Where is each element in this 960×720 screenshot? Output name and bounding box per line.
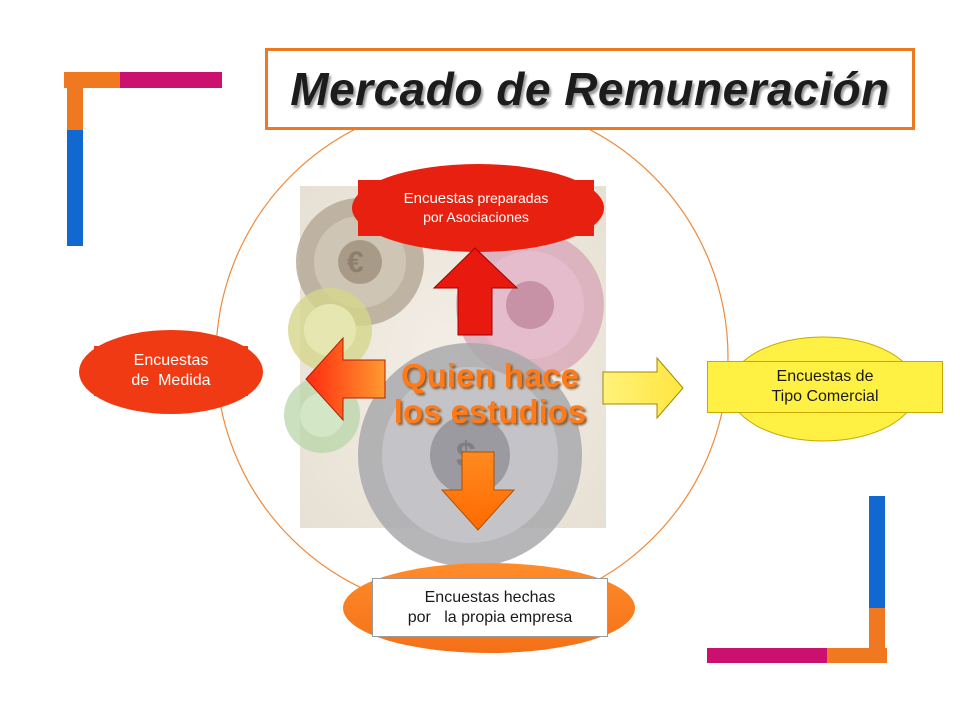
node-top-line2: por Asociaciones — [423, 208, 529, 225]
node-left-line1: Encuestas — [133, 352, 209, 369]
center-label-line2: los estudios — [393, 393, 587, 431]
node-top-label: Encuestas preparadas por Asociaciones — [358, 180, 594, 236]
corner-decor-top-left-orange-vertical — [67, 88, 83, 130]
node-left-label: Encuestas de Medida — [94, 346, 248, 396]
center-label-line1: Quien hace — [401, 357, 579, 394]
node-left-line2: de Medida — [131, 372, 211, 389]
title-box: Mercado de Remuneración — [265, 48, 915, 130]
svg-text:€: € — [347, 246, 364, 279]
corner-decor-bottom-right-orange-bar — [827, 648, 887, 663]
center-label: Quien hace los estudios — [360, 357, 620, 431]
arrow-down — [440, 451, 516, 531]
node-top-line1-b: preparadas — [473, 189, 549, 206]
node-top-line1-a: Encuestas — [403, 189, 474, 207]
node-top-line1: Encuestas preparadas — [404, 190, 549, 209]
corner-decor-top-left-orange-bar — [64, 72, 120, 88]
arrow-left — [305, 336, 386, 422]
page-title: Mercado de Remuneración — [290, 63, 890, 115]
corner-decor-top-left-magenta-bar — [120, 72, 222, 88]
corner-decor-bottom-right-magenta-bar — [707, 648, 827, 663]
node-right-line1: Encuestas de — [776, 368, 874, 385]
arrow-up — [432, 247, 519, 336]
node-bottom-line2: por la propia empresa — [407, 608, 573, 626]
corner-decor-top-left-blue-vertical — [67, 130, 83, 246]
node-bottom-label: Encuestas hechas por la propia empresa — [372, 578, 608, 637]
node-bottom-line1: Encuestas hechas — [424, 588, 556, 606]
arrow-right — [602, 356, 684, 420]
corner-decor-bottom-right-orange-vertical — [869, 608, 885, 648]
node-right-line2: Tipo Comercial — [771, 388, 879, 405]
node-right-label: Encuestas de Tipo Comercial — [707, 361, 943, 413]
corner-decor-bottom-right-blue-vertical — [869, 496, 885, 608]
